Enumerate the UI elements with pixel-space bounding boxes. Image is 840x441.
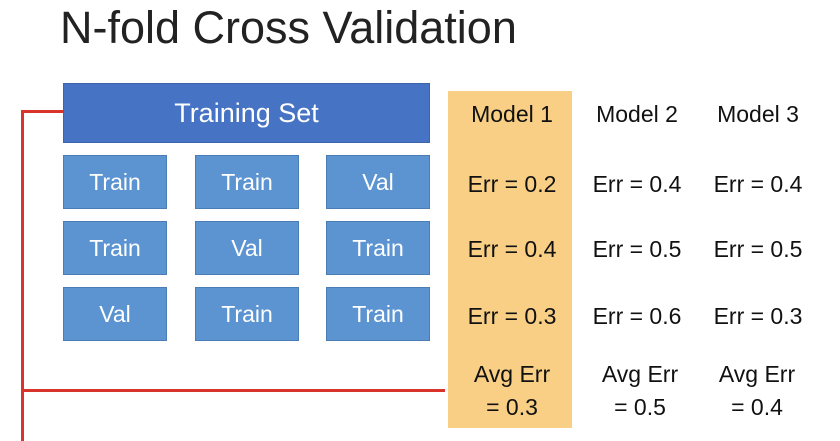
connector-line-vertical: [21, 110, 24, 441]
avg-error-value: = 0.3: [486, 394, 538, 420]
model-header: Model 3: [717, 101, 799, 127]
avg-error-label: Avg Err: [473, 361, 551, 387]
fold-error: Err = 0.2: [467, 171, 557, 197]
fold-error: Err = 0.3: [467, 303, 557, 329]
fold-error: Err = 0.4: [592, 171, 682, 197]
fold-box: Val: [195, 221, 299, 275]
slide-title: N-fold Cross Validation: [60, 2, 517, 53]
fold-error: Err = 0.5: [713, 236, 803, 262]
fold-box: Val: [63, 287, 167, 341]
fold-box: Train: [326, 287, 430, 341]
fold-error: Err = 0.6: [592, 303, 682, 329]
fold-error: Err = 0.3: [713, 303, 803, 329]
fold-error: Err = 0.5: [592, 236, 682, 262]
best-model-highlight: [448, 91, 572, 428]
avg-error-value: = 0.5: [614, 394, 666, 420]
model-header: Model 2: [596, 101, 678, 127]
avg-error-label: Avg Err: [601, 361, 679, 387]
model-header: Model 1: [471, 101, 553, 127]
fold-box: Train: [63, 221, 167, 275]
avg-error-label: Avg Err: [718, 361, 796, 387]
fold-box: Train: [326, 221, 430, 275]
avg-error-value: = 0.4: [731, 394, 783, 420]
fold-box: Val: [326, 155, 430, 209]
fold-error: Err = 0.4: [713, 171, 803, 197]
fold-box: Train: [195, 287, 299, 341]
fold-box: Train: [63, 155, 167, 209]
connector-line-top: [21, 110, 63, 113]
fold-error: Err = 0.4: [467, 236, 557, 262]
connector-line-bottom: [21, 389, 445, 392]
fold-box: Train: [195, 155, 299, 209]
training-set-box: Training Set: [63, 83, 430, 143]
